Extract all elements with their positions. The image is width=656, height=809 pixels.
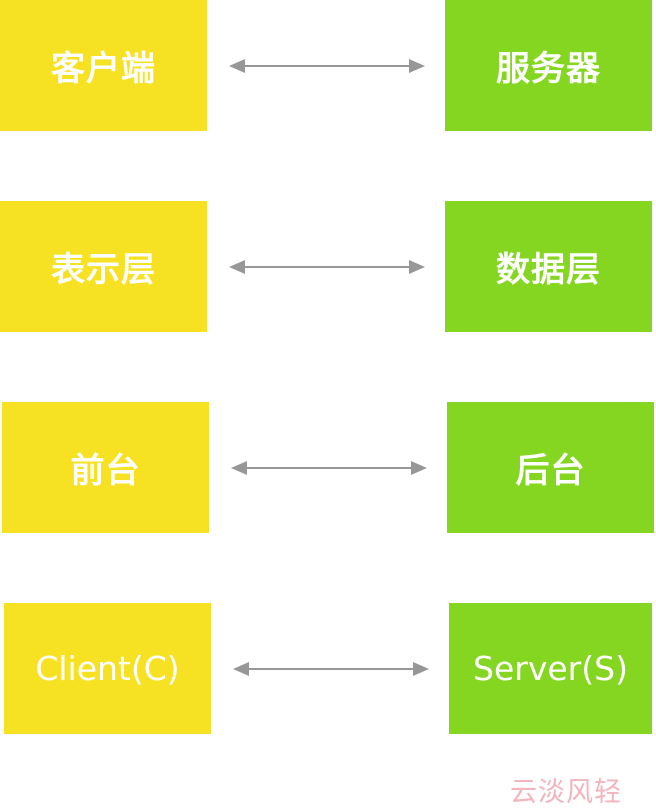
watermark: 云淡风轻	[510, 777, 622, 808]
bidirectional-arrow	[227, 56, 427, 76]
data-layer-box: 数据层	[445, 201, 652, 332]
client-c-box: Client(C)	[4, 603, 211, 734]
bidirectional-arrow	[231, 659, 431, 679]
bidirectional-arrow	[227, 257, 427, 277]
server-box: 服务器	[445, 0, 652, 131]
bidirectional-arrow	[229, 458, 429, 478]
backend-box: 后台	[447, 402, 654, 533]
server-s-box: Server(S)	[449, 603, 652, 734]
frontend-box: 前台	[2, 402, 209, 533]
presentation-layer-box: 表示层	[0, 201, 207, 332]
client-box: 客户端	[0, 0, 207, 131]
